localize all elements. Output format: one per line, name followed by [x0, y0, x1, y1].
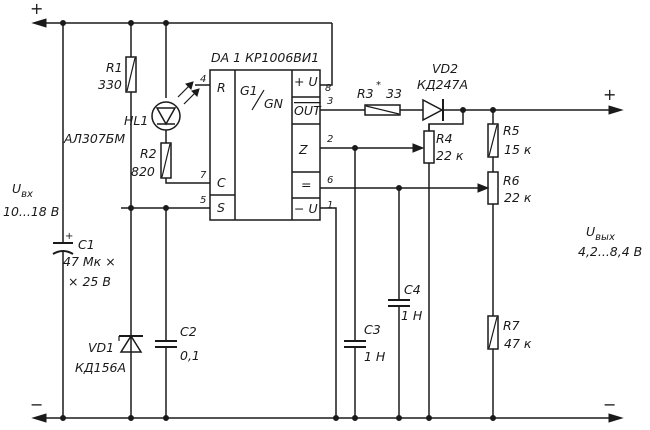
- output-rail: [455, 105, 624, 115]
- r6-name: R6: [503, 173, 520, 188]
- chip-pin-eq: =: [301, 177, 311, 192]
- led-hl1: [151, 20, 200, 143]
- zener-vd1: [118, 334, 143, 353]
- r4-top-wire: [428, 110, 464, 131]
- output-plus-sign: +: [603, 85, 616, 104]
- c4-value: 1 Н: [401, 308, 423, 323]
- hl1-name: HL1: [124, 113, 148, 128]
- chip-func-b: GN: [264, 96, 284, 111]
- chip-pin-z: Z: [298, 142, 308, 157]
- pin-number-2: 2: [327, 134, 333, 145]
- resistor-r5: [487, 107, 499, 158]
- pin-number-3: 3: [327, 96, 333, 107]
- chip-pin-plus-u: + U: [294, 74, 318, 89]
- r4-value: 22 к: [436, 148, 464, 163]
- r5-name: R5: [503, 123, 520, 138]
- r3-name: R3: [357, 86, 374, 101]
- pin8-wire: [320, 23, 333, 86]
- r1-name: R1: [106, 60, 123, 75]
- c3-value: 1 Н: [364, 349, 386, 364]
- chip-pin-r: R: [217, 80, 226, 95]
- pin-number-6: 6: [327, 175, 333, 186]
- r1-value: 330: [98, 77, 122, 92]
- vd2-value: КД247А: [417, 77, 468, 92]
- positive-input-rail: [31, 18, 332, 28]
- r3-value: 33: [386, 86, 402, 101]
- pin-number-7: 7: [200, 170, 207, 181]
- resistor-r4: [423, 124, 435, 421]
- hl1-value: АЛ307БМ: [63, 131, 125, 146]
- resistor-r2: [160, 142, 210, 184]
- r2-value: 820: [131, 164, 155, 179]
- input-voltage-range: 10...18 В: [3, 204, 59, 219]
- c2-name: C2: [180, 324, 197, 339]
- resistor-r6: [477, 157, 499, 316]
- c1-name: C1: [78, 237, 95, 252]
- svg-text:+: +: [65, 231, 73, 242]
- pin-number-8: 8: [325, 83, 331, 94]
- chip-da1: [209, 69, 321, 221]
- output-minus-sign: −: [603, 395, 616, 414]
- chip-pin-minus-u: − U: [294, 201, 318, 216]
- c2-value: 0,1: [180, 348, 200, 363]
- c1-value: 47 Мк ×: [63, 254, 116, 269]
- r7-value: 47 к: [504, 336, 532, 351]
- chip-title: DA 1 КР1006ВИ1: [211, 50, 319, 65]
- input-voltage-label: Uвх: [12, 181, 33, 200]
- pin-number-4: 4: [200, 74, 206, 85]
- pin-number-5: 5: [200, 195, 206, 206]
- c3-name: C3: [364, 322, 381, 337]
- input-plus-sign: +: [30, 0, 43, 18]
- capacitor-c3: [344, 148, 366, 421]
- resistor-r1: [125, 20, 137, 421]
- diode-vd2: [422, 98, 455, 122]
- capacitor-c2: [155, 205, 177, 421]
- vd1-value: КД156А: [75, 360, 126, 375]
- capacitor-c1: +: [52, 20, 74, 421]
- capacitor-c4: [388, 188, 410, 421]
- r5-value: 15 к: [504, 142, 532, 157]
- ground-rail: [31, 413, 624, 423]
- output-voltage-range: 4,2...8,4 В: [578, 244, 642, 259]
- r4-name: R4: [436, 131, 453, 146]
- c1-value-line2: × 25 В: [68, 274, 111, 289]
- chip-pin-s: S: [217, 200, 225, 215]
- output-voltage-label: Uвых: [586, 224, 615, 243]
- resistor-r7: [487, 315, 499, 421]
- resistor-r3: [364, 104, 423, 116]
- chip-pin-out: OUT: [294, 103, 322, 118]
- r6-value: 22 к: [504, 190, 532, 205]
- r3-mark: *: [376, 80, 381, 91]
- vd1-name: VD1: [88, 340, 114, 355]
- chip-pin-c: C: [217, 175, 226, 190]
- input-minus-sign: −: [30, 395, 43, 414]
- vd2-name: VD2: [432, 61, 458, 76]
- chip-func-a: G1: [240, 83, 258, 98]
- pin1-wire: [320, 207, 337, 418]
- c4-name: C4: [404, 282, 421, 297]
- pin-number-1: 1: [327, 200, 333, 211]
- r7-name: R7: [503, 318, 520, 333]
- r2-name: R2: [140, 146, 157, 161]
